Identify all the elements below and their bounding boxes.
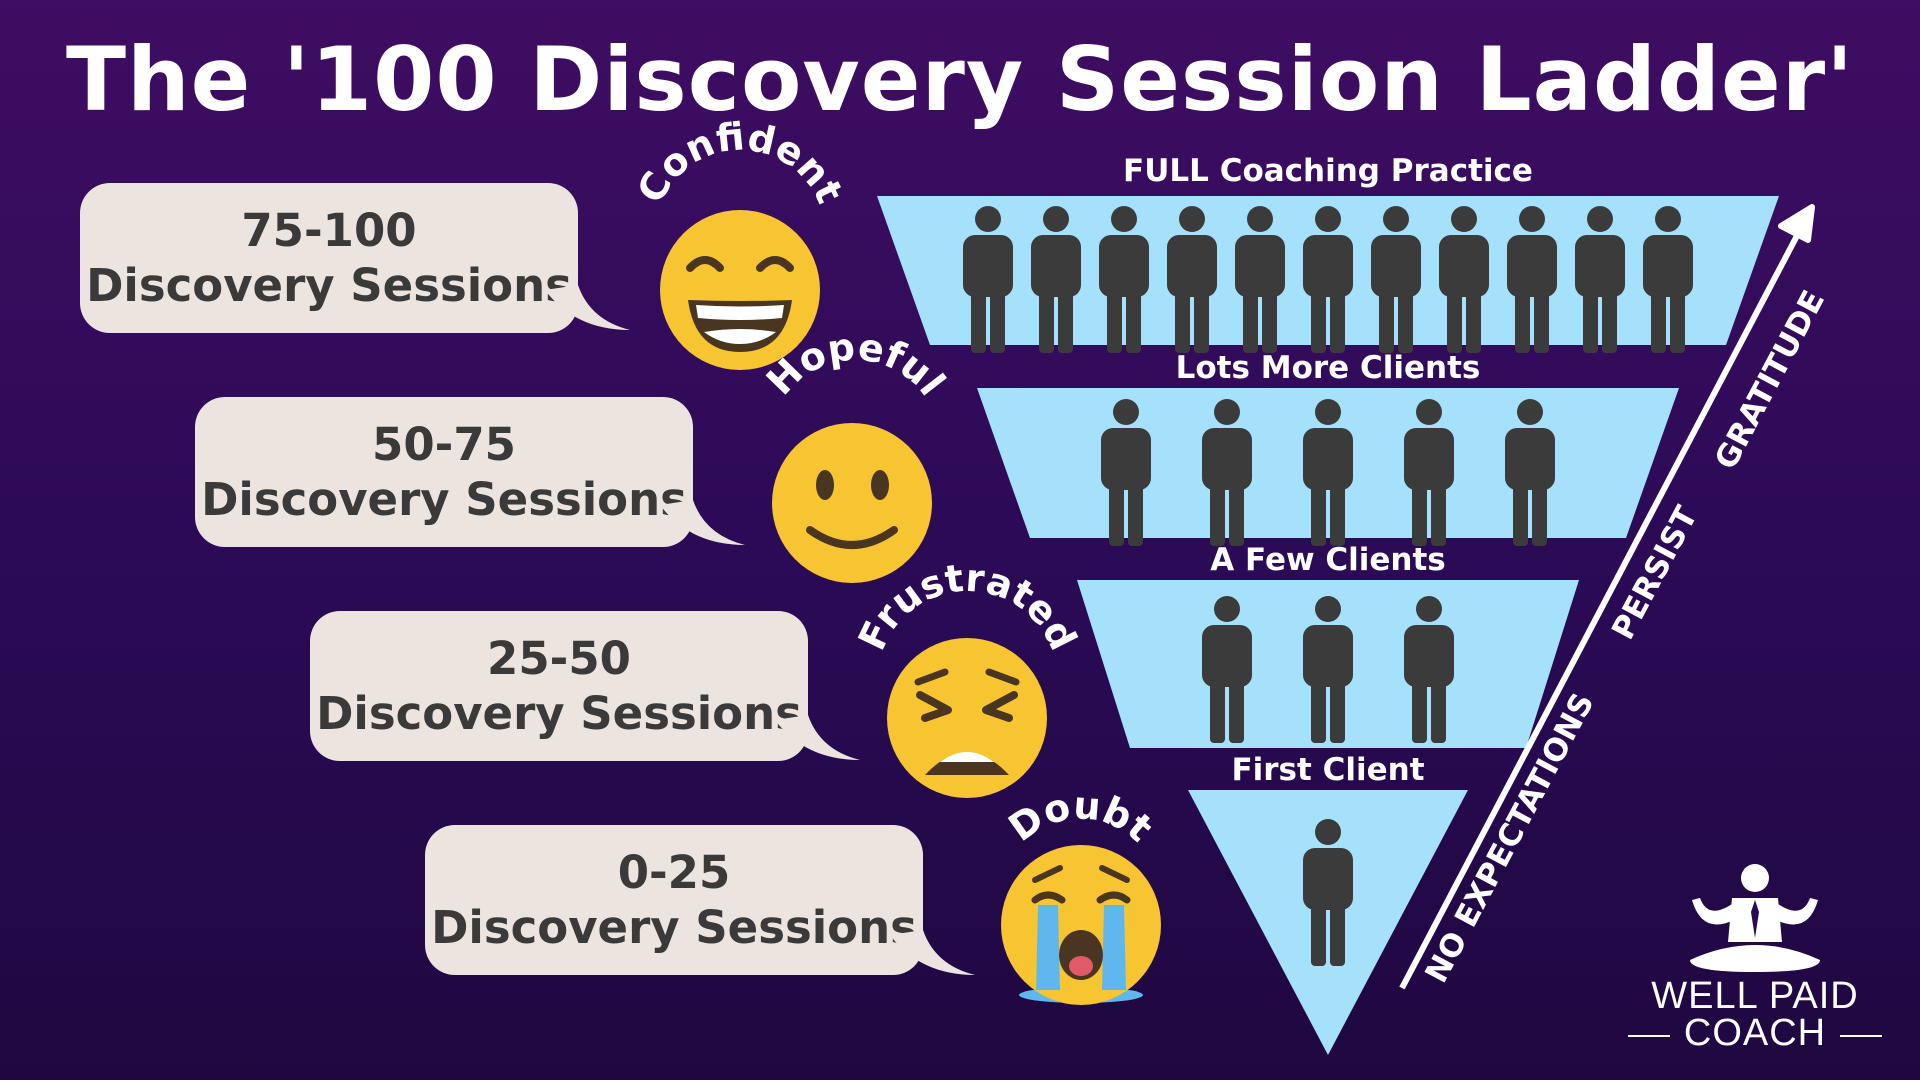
bubble-tail-3	[775, 715, 860, 760]
crying-face-icon	[1001, 845, 1161, 1005]
weary-face-icon	[887, 638, 1047, 798]
logo-rule-left	[1628, 1035, 1670, 1037]
brand-logo: WELL PAID COACH	[1620, 860, 1890, 1060]
tier-label-full-practice: FULL Coaching Practice	[1123, 153, 1533, 189]
tier-label-lots-more: Lots More Clients	[1175, 350, 1481, 386]
logo-text-line2: COACH	[1683, 1012, 1827, 1054]
grinning-face-icon	[660, 210, 820, 370]
stage-range: 0-25	[617, 846, 731, 899]
stage-bubble-3: 25-50 Discovery Sessions	[310, 611, 808, 761]
stage-range: 75-100	[241, 204, 417, 257]
bubble-tail-2	[660, 500, 745, 545]
emotion-label: Confident	[629, 114, 852, 210]
stage-range: 50-75	[372, 418, 516, 471]
smiling-face-icon	[772, 423, 932, 583]
logo-text-line1: WELL PAID	[1651, 975, 1859, 1017]
stage-bubble-2: 50-75 Discovery Sessions	[195, 397, 693, 547]
page-title: The '100 Discovery Session Ladder'	[65, 28, 1855, 131]
meditating-person-icon	[1690, 864, 1820, 972]
stage-label: Discovery Sessions	[316, 687, 802, 740]
stage-bubble-4: 0-25 Discovery Sessions	[425, 825, 923, 975]
tier-label-few-clients: A Few Clients	[1210, 542, 1446, 578]
stage-label: Discovery Sessions	[201, 473, 687, 526]
emotion-label: Doubt	[1001, 783, 1161, 850]
arrow-icon	[1399, 204, 1815, 990]
stage-bubble-1: 75-100 Discovery Sessions	[80, 183, 578, 333]
bubble-tail-4	[890, 930, 975, 975]
logo-rule-right	[1840, 1035, 1882, 1037]
funnel-tier-4	[1188, 790, 1468, 1055]
bubble-tails	[545, 285, 975, 975]
stage-label: Discovery Sessions	[431, 901, 917, 954]
stage-range: 25-50	[487, 632, 631, 685]
bubble-tail-1	[545, 285, 630, 330]
stage-label: Discovery Sessions	[86, 259, 572, 312]
tier-label-first-client: First Client	[1231, 752, 1425, 788]
